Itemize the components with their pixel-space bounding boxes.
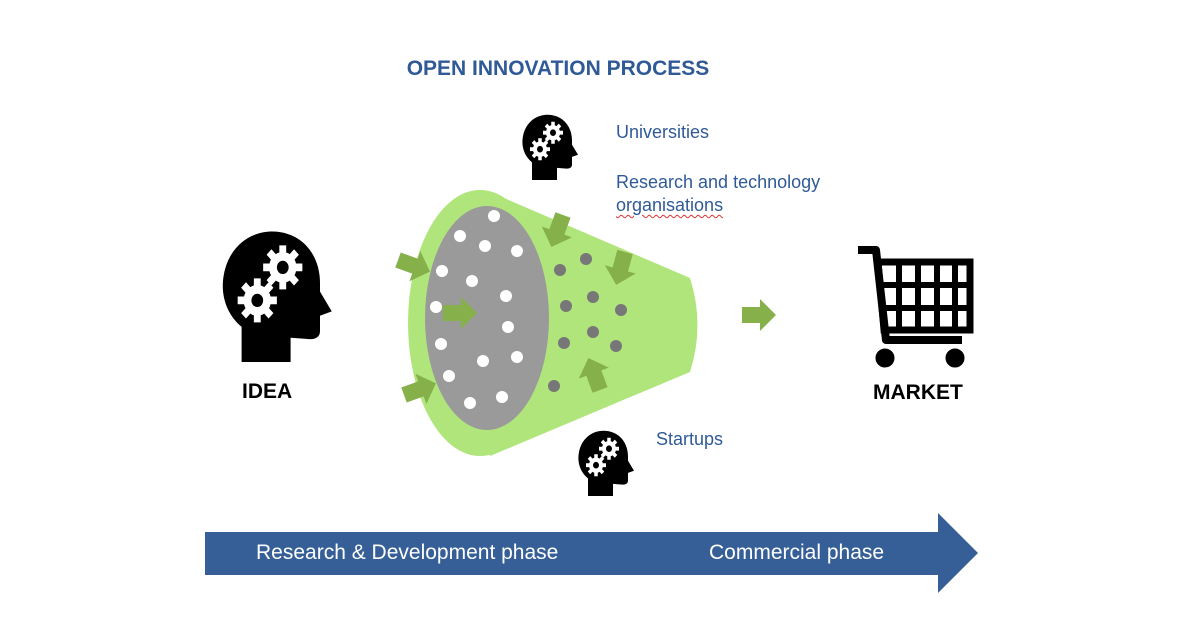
startups-head-icon — [576, 428, 636, 498]
rto-label-line1: Research and technology — [616, 172, 821, 192]
rto-label-line2: organisations — [616, 195, 724, 215]
universities-head-icon — [520, 112, 580, 182]
idea-head-icon — [223, 231, 332, 362]
rd-phase-label: Research & Development phase — [256, 541, 559, 564]
idea-label: IDEA — [242, 380, 293, 403]
shopping-cart-icon — [858, 246, 974, 368]
page-title: OPEN INNOVATION PROCESS — [406, 57, 710, 80]
innovation-funnel — [408, 190, 698, 456]
universities-label: Universities — [616, 122, 710, 142]
startups-label: Startups — [656, 429, 724, 449]
market-label: MARKET — [873, 381, 963, 404]
phase-arrow — [205, 513, 978, 593]
commercial-phase-label: Commercial phase — [709, 541, 885, 564]
